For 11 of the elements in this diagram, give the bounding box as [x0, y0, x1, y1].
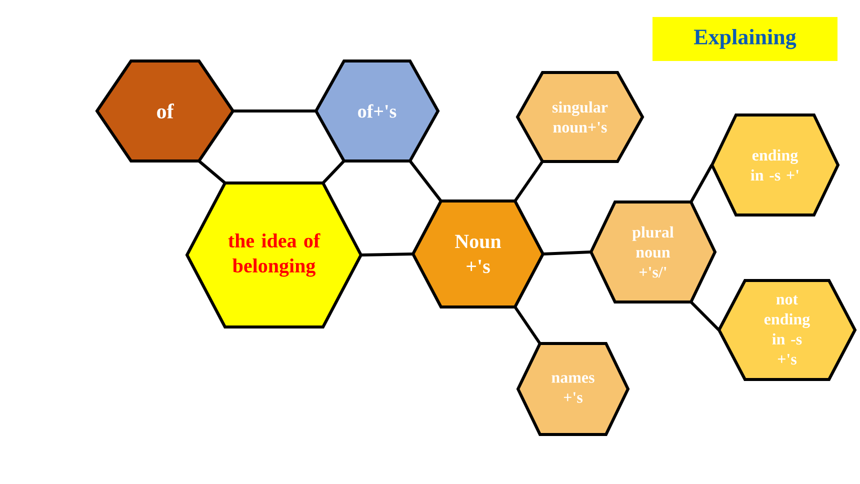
connector-line	[514, 306, 542, 344]
connector-line	[233, 110, 316, 112]
connector-line	[514, 160, 544, 202]
connector-line	[690, 164, 714, 203]
connector-line	[322, 160, 345, 184]
connector-line	[409, 160, 442, 202]
connector-line	[361, 252, 413, 256]
connector-line	[543, 250, 591, 256]
connector-line	[198, 160, 226, 184]
heading-box: Explaining	[652, 17, 838, 61]
connector-line	[690, 301, 720, 332]
